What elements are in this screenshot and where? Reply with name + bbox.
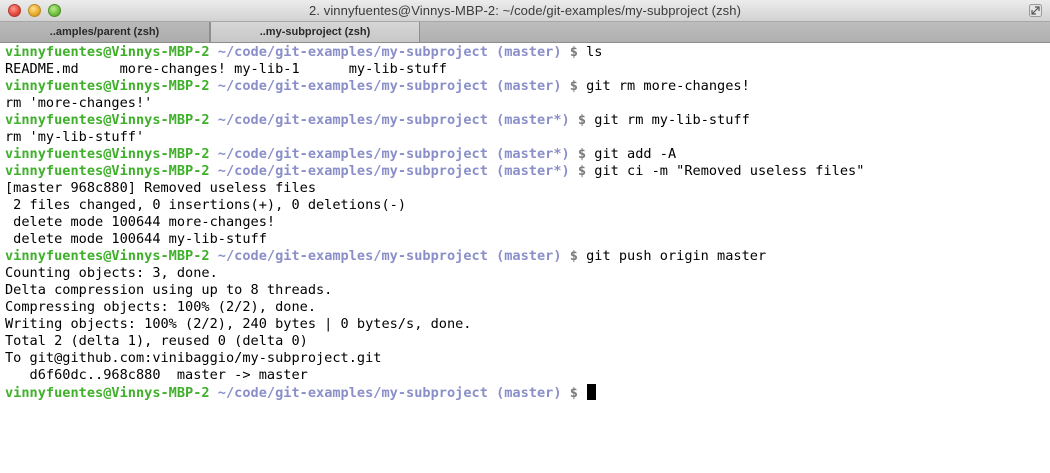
- prompt-dollar: $: [577, 163, 587, 179]
- prompt-line: vinnyfuentes@Vinnys-MBP-2 ~/code/git-exa…: [5, 44, 1050, 61]
- output-line: Delta compression using up to 8 threads.: [5, 282, 333, 298]
- prompt-user: vinnyfuentes@Vinnys-MBP-2: [5, 385, 210, 401]
- prompt-path: ~/code/git-examples/my-subproject: [217, 163, 488, 179]
- output-line: d6f60dc..968c880 master -> master: [5, 367, 308, 383]
- output-line: rm 'my-lib-stuff': [5, 129, 145, 145]
- command-text: ls: [586, 44, 603, 60]
- output-line: [master 968c880] Removed useless files: [5, 180, 316, 196]
- prompt-line: vinnyfuentes@Vinnys-MBP-2 ~/code/git-exa…: [5, 384, 1050, 401]
- prompt-branch: (master*): [496, 146, 570, 162]
- prompt-dollar: $: [577, 112, 587, 128]
- zoom-window-button[interactable]: [48, 4, 61, 17]
- prompt-path: ~/code/git-examples/my-subproject: [217, 112, 488, 128]
- prompt-user: vinnyfuentes@Vinnys-MBP-2: [5, 78, 210, 94]
- command-text: git rm more-changes!: [586, 78, 750, 94]
- prompt-path: ~/code/git-examples/my-subproject: [217, 248, 488, 264]
- prompt-path: ~/code/git-examples/my-subproject: [217, 146, 488, 162]
- prompt-user: vinnyfuentes@Vinnys-MBP-2: [5, 44, 210, 60]
- prompt-user: vinnyfuentes@Vinnys-MBP-2: [5, 163, 210, 179]
- tab-parent[interactable]: ..amples/parent (zsh): [0, 22, 210, 42]
- output-line: To git@github.com:vinibaggio/my-subproje…: [5, 350, 382, 366]
- prompt-dollar: $: [569, 44, 578, 60]
- command-text: git ci -m "Removed useless files": [594, 163, 865, 179]
- terminal-output[interactable]: vinnyfuentes@Vinnys-MBP-2 ~/code/git-exa…: [5, 44, 1050, 473]
- prompt-branch: (master): [496, 248, 562, 264]
- output-line: README.md more-changes! my-lib-1 my-lib-…: [5, 61, 447, 77]
- prompt-dollar: $: [577, 146, 587, 162]
- window-title: 2. vinnyfuentes@Vinnys-MBP-2: ~/code/git…: [308, 3, 742, 18]
- prompt-path: ~/code/git-examples/my-subproject: [217, 385, 488, 401]
- prompt-user: vinnyfuentes@Vinnys-MBP-2: [5, 146, 210, 162]
- prompt-dollar: $: [569, 385, 578, 401]
- output-line: Writing objects: 100% (2/2), 240 bytes |…: [5, 316, 472, 332]
- output-line: 2 files changed, 0 insertions(+), 0 dele…: [5, 197, 407, 213]
- output-line: rm 'more-changes!': [5, 95, 153, 111]
- close-window-button[interactable]: [8, 4, 21, 17]
- title-bar[interactable]: 2. vinnyfuentes@Vinnys-MBP-2: ~/code/git…: [0, 0, 1050, 22]
- prompt-branch: (master): [496, 44, 562, 60]
- output-line: Counting objects: 3, done.: [5, 265, 218, 281]
- prompt-line: vinnyfuentes@Vinnys-MBP-2 ~/code/git-exa…: [5, 112, 1050, 129]
- minimize-window-button[interactable]: [28, 4, 41, 17]
- prompt-dollar: $: [569, 248, 578, 264]
- prompt-line: vinnyfuentes@Vinnys-MBP-2 ~/code/git-exa…: [5, 248, 1050, 265]
- command-text: git rm my-lib-stuff: [594, 112, 750, 128]
- prompt-dollar: $: [569, 78, 578, 94]
- prompt-branch: (master): [496, 385, 562, 401]
- output-line: Compressing objects: 100% (2/2), done.: [5, 299, 316, 315]
- output-line: delete mode 100644 more-changes!: [5, 214, 276, 230]
- prompt-path: ~/code/git-examples/my-subproject: [217, 78, 488, 94]
- prompt-line: vinnyfuentes@Vinnys-MBP-2 ~/code/git-exa…: [5, 146, 1050, 163]
- tab-bar: ..amples/parent (zsh) ..my-subproject (z…: [0, 22, 1050, 43]
- command-text: git add -A: [594, 146, 677, 162]
- prompt-user: vinnyfuentes@Vinnys-MBP-2: [5, 248, 210, 264]
- tab-my-subproject[interactable]: ..my-subproject (zsh): [210, 22, 420, 42]
- prompt-branch: (master*): [496, 112, 570, 128]
- command-text: git push origin master: [586, 248, 767, 264]
- prompt-line: vinnyfuentes@Vinnys-MBP-2 ~/code/git-exa…: [5, 78, 1050, 95]
- output-line: delete mode 100644 my-lib-stuff: [5, 231, 267, 247]
- prompt-path: ~/code/git-examples/my-subproject: [217, 44, 488, 60]
- output-line: Total 2 (delta 1), reused 0 (delta 0): [5, 333, 308, 349]
- prompt-branch: (master): [496, 78, 562, 94]
- text-cursor: [587, 384, 597, 400]
- prompt-line: vinnyfuentes@Vinnys-MBP-2 ~/code/git-exa…: [5, 163, 1050, 180]
- prompt-user: vinnyfuentes@Vinnys-MBP-2: [5, 112, 210, 128]
- fullscreen-icon[interactable]: [1029, 4, 1042, 17]
- prompt-branch: (master*): [496, 163, 570, 179]
